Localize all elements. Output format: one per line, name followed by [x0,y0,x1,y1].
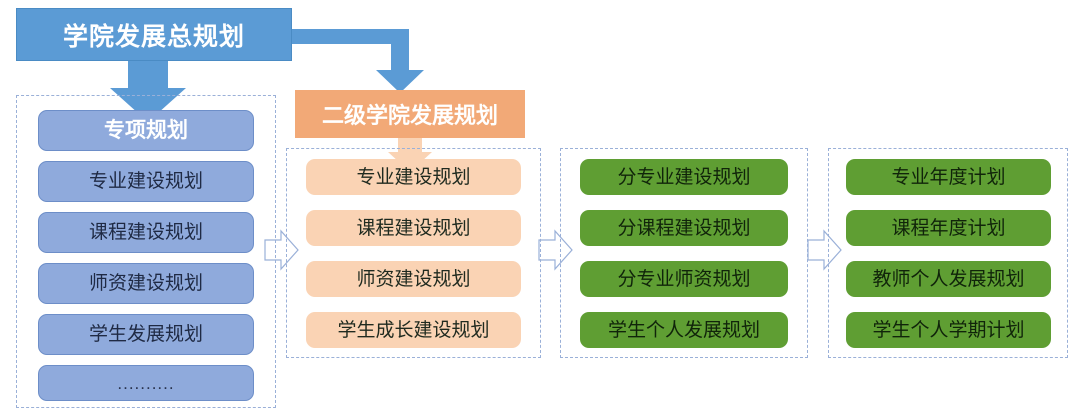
node-college-major-construction-plan[interactable]: 专业建设规划 [306,159,521,195]
node-label: 师资建设规划 [356,268,471,290]
group-sub-plans [560,148,808,358]
node-label: 分专业师资规划 [617,268,751,290]
node-major-annual-plan[interactable]: 专业年度计划 [846,159,1051,195]
node-label: .......... [117,373,175,393]
node-label: 课程建设规划 [356,217,471,239]
group-secondary-college-plans [286,148,541,358]
node-label: 专业年度计划 [891,166,1006,188]
node-label: 课程年度计划 [891,217,1006,239]
node-label: 学生个人学期计划 [872,319,1025,341]
group-special-plans [16,95,276,408]
group-annual-plans [828,148,1068,358]
overall-plan-title: 学院发展总规划 [16,8,292,61]
node-label: 专业建设规划 [356,166,471,188]
node-course-annual-plan[interactable]: 课程年度计划 [846,210,1051,246]
node-special-major-construction-plan[interactable]: 专业建设规划 [38,161,254,202]
node-special-course-construction-plan[interactable]: 课程建设规划 [38,212,254,253]
arrow-title-to-secondary-header [292,29,424,93]
node-sub-major-faculty-plan[interactable]: 分专业师资规划 [580,261,788,297]
node-teacher-personal-development-plan[interactable]: 教师个人发展规划 [846,261,1051,297]
node-special-ellipsis[interactable]: .......... [38,365,254,401]
node-label: 师资建设规划 [88,273,203,294]
node-sub-course-construction-plan[interactable]: 分课程建设规划 [580,210,788,246]
secondary-college-plan-title-label: 二级学院发展规划 [321,103,498,128]
node-label: 专业建设规划 [88,171,203,192]
node-label: 学生发展规划 [88,324,203,345]
overall-plan-title-label: 学院发展总规划 [62,22,245,51]
node-student-personal-development-plan[interactable]: 学生个人发展规划 [580,312,788,348]
secondary-college-plan-title: 二级学院发展规划 [295,90,525,138]
node-student-personal-semester-plan[interactable]: 学生个人学期计划 [846,312,1051,348]
node-sub-major-construction-plan[interactable]: 分专业建设规划 [580,159,788,195]
node-college-student-growth-plan[interactable]: 学生成长建设规划 [306,312,521,348]
node-label: 课程建设规划 [88,222,203,243]
node-college-course-construction-plan[interactable]: 课程建设规划 [306,210,521,246]
node-label: 学生成长建设规划 [337,319,490,341]
node-label: 分专业建设规划 [617,166,751,188]
node-label: 分课程建设规划 [617,217,751,239]
node-special-student-development-plan[interactable]: 学生发展规划 [38,314,254,355]
node-special-faculty-construction-plan[interactable]: 师资建设规划 [38,263,254,304]
node-label: 教师个人发展规划 [872,268,1025,290]
node-special-plans-header[interactable]: 专项规划 [38,110,254,151]
node-label: 专项规划 [104,119,188,142]
node-college-faculty-construction-plan[interactable]: 师资建设规划 [306,261,521,297]
node-label: 学生个人发展规划 [607,319,760,341]
